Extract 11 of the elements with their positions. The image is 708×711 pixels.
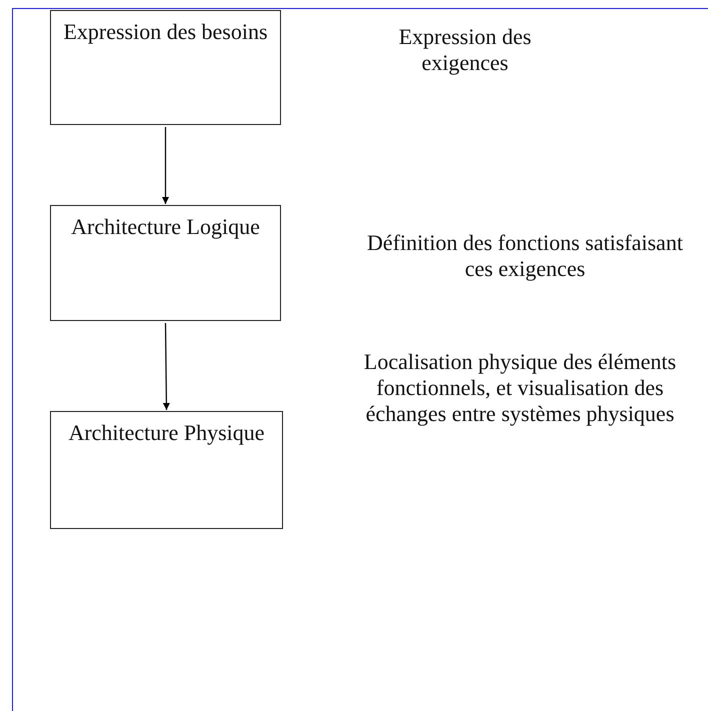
box-label: Architecture Physique (67, 420, 266, 446)
box-label: Architecture Logique (70, 214, 261, 240)
process-box (50, 411, 283, 529)
arrow (162, 127, 169, 204)
box-label: Expression des besoins (62, 19, 269, 45)
arrow (162, 323, 170, 410)
description-text: Expression des exigences (398, 24, 532, 76)
process-box (50, 205, 281, 321)
process-box (50, 10, 281, 125)
description-text: Localisation physique des éléments fonctionnels, et visualisation des échanges entre systèmes physiques (362, 349, 678, 427)
description-text: Définition des fonctions satisfaisant ces exigences (366, 230, 684, 282)
